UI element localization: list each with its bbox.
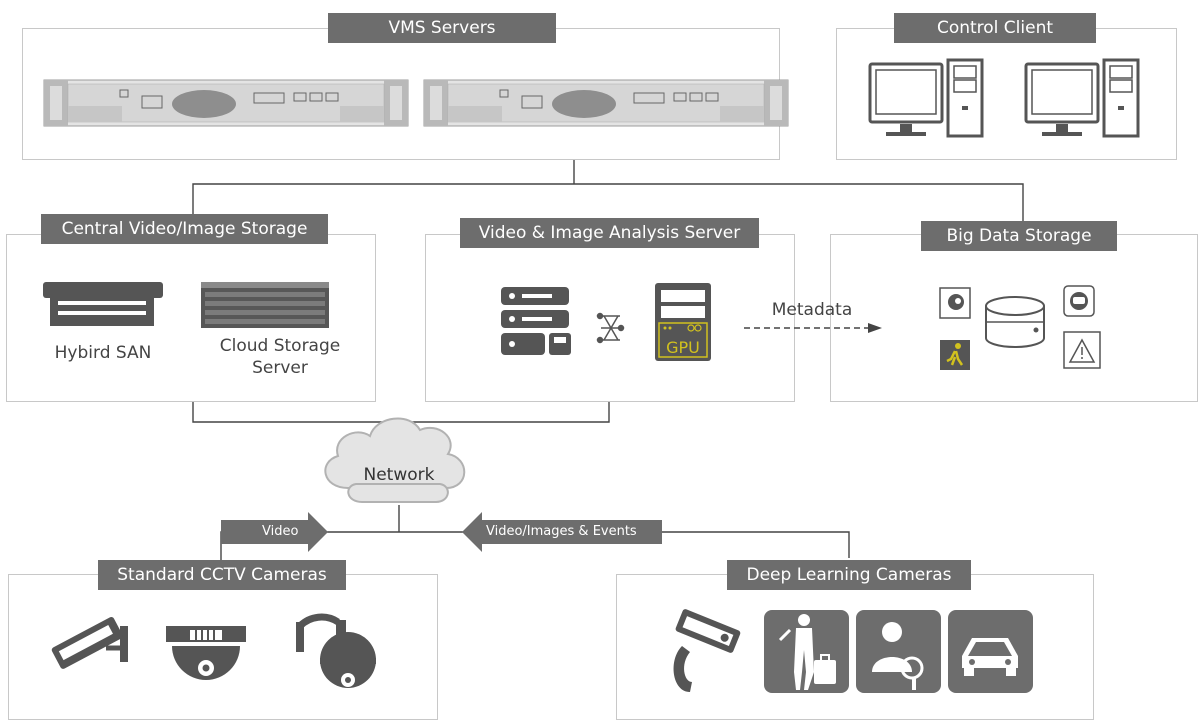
events-arrow [462, 512, 662, 552]
vehicle-icon [948, 610, 1033, 693]
face-detection-icon [939, 287, 971, 319]
events-label: Video/Images & Events [486, 524, 637, 539]
warning-icon [1063, 331, 1101, 369]
cloud-storage-label-1: Cloud Storage [219, 336, 341, 356]
vms-servers-title: VMS Servers [328, 13, 556, 43]
analysis-server-stack-icon [501, 287, 571, 355]
vms-server-2-icon [423, 79, 789, 127]
control-client-title: Control Client [894, 13, 1096, 43]
gpu-icon: GPU [655, 283, 711, 361]
central-storage-title: Central Video/Image Storage [41, 214, 328, 244]
hybrid-san-label: Hybird SAN [54, 343, 152, 363]
cloud-storage-server-icon [201, 282, 329, 328]
neural-network-icon [596, 312, 625, 344]
deep-learning-cameras-title: Deep Learning Cameras [727, 560, 971, 590]
network-cloud-icon [324, 417, 466, 503]
control-client-pc-2-icon [1024, 58, 1140, 138]
database-icon [985, 296, 1045, 348]
metadata-arrow [744, 323, 882, 333]
video-arrow [221, 512, 328, 552]
network-label: Network [363, 465, 435, 485]
vms-server-1-icon [43, 79, 409, 127]
bullet-camera-icon [51, 616, 128, 669]
cctv-cameras-title: Standard CCTV Cameras [98, 560, 346, 590]
vehicle-detection-icon [1063, 285, 1095, 317]
cloud-storage-label-2: Server [252, 358, 308, 378]
metadata-label: Metadata [771, 300, 853, 320]
person-search-icon [856, 610, 941, 693]
hybrid-san-icon [43, 282, 163, 326]
control-client-pc-1-icon [868, 58, 984, 138]
analysis-server-title: Video & Image Analysis Server [460, 218, 759, 248]
big-data-title: Big Data Storage [921, 221, 1117, 251]
gpu-label: GPU [666, 338, 700, 357]
dome-camera-icon [166, 626, 246, 680]
video-label: Video [262, 524, 299, 539]
ptz-camera-icon [296, 613, 376, 688]
analysis-server-panel [425, 234, 795, 402]
person-detection-icon [940, 340, 970, 370]
person-luggage-icon [764, 610, 849, 693]
deep-learning-camera-icon [673, 609, 741, 692]
